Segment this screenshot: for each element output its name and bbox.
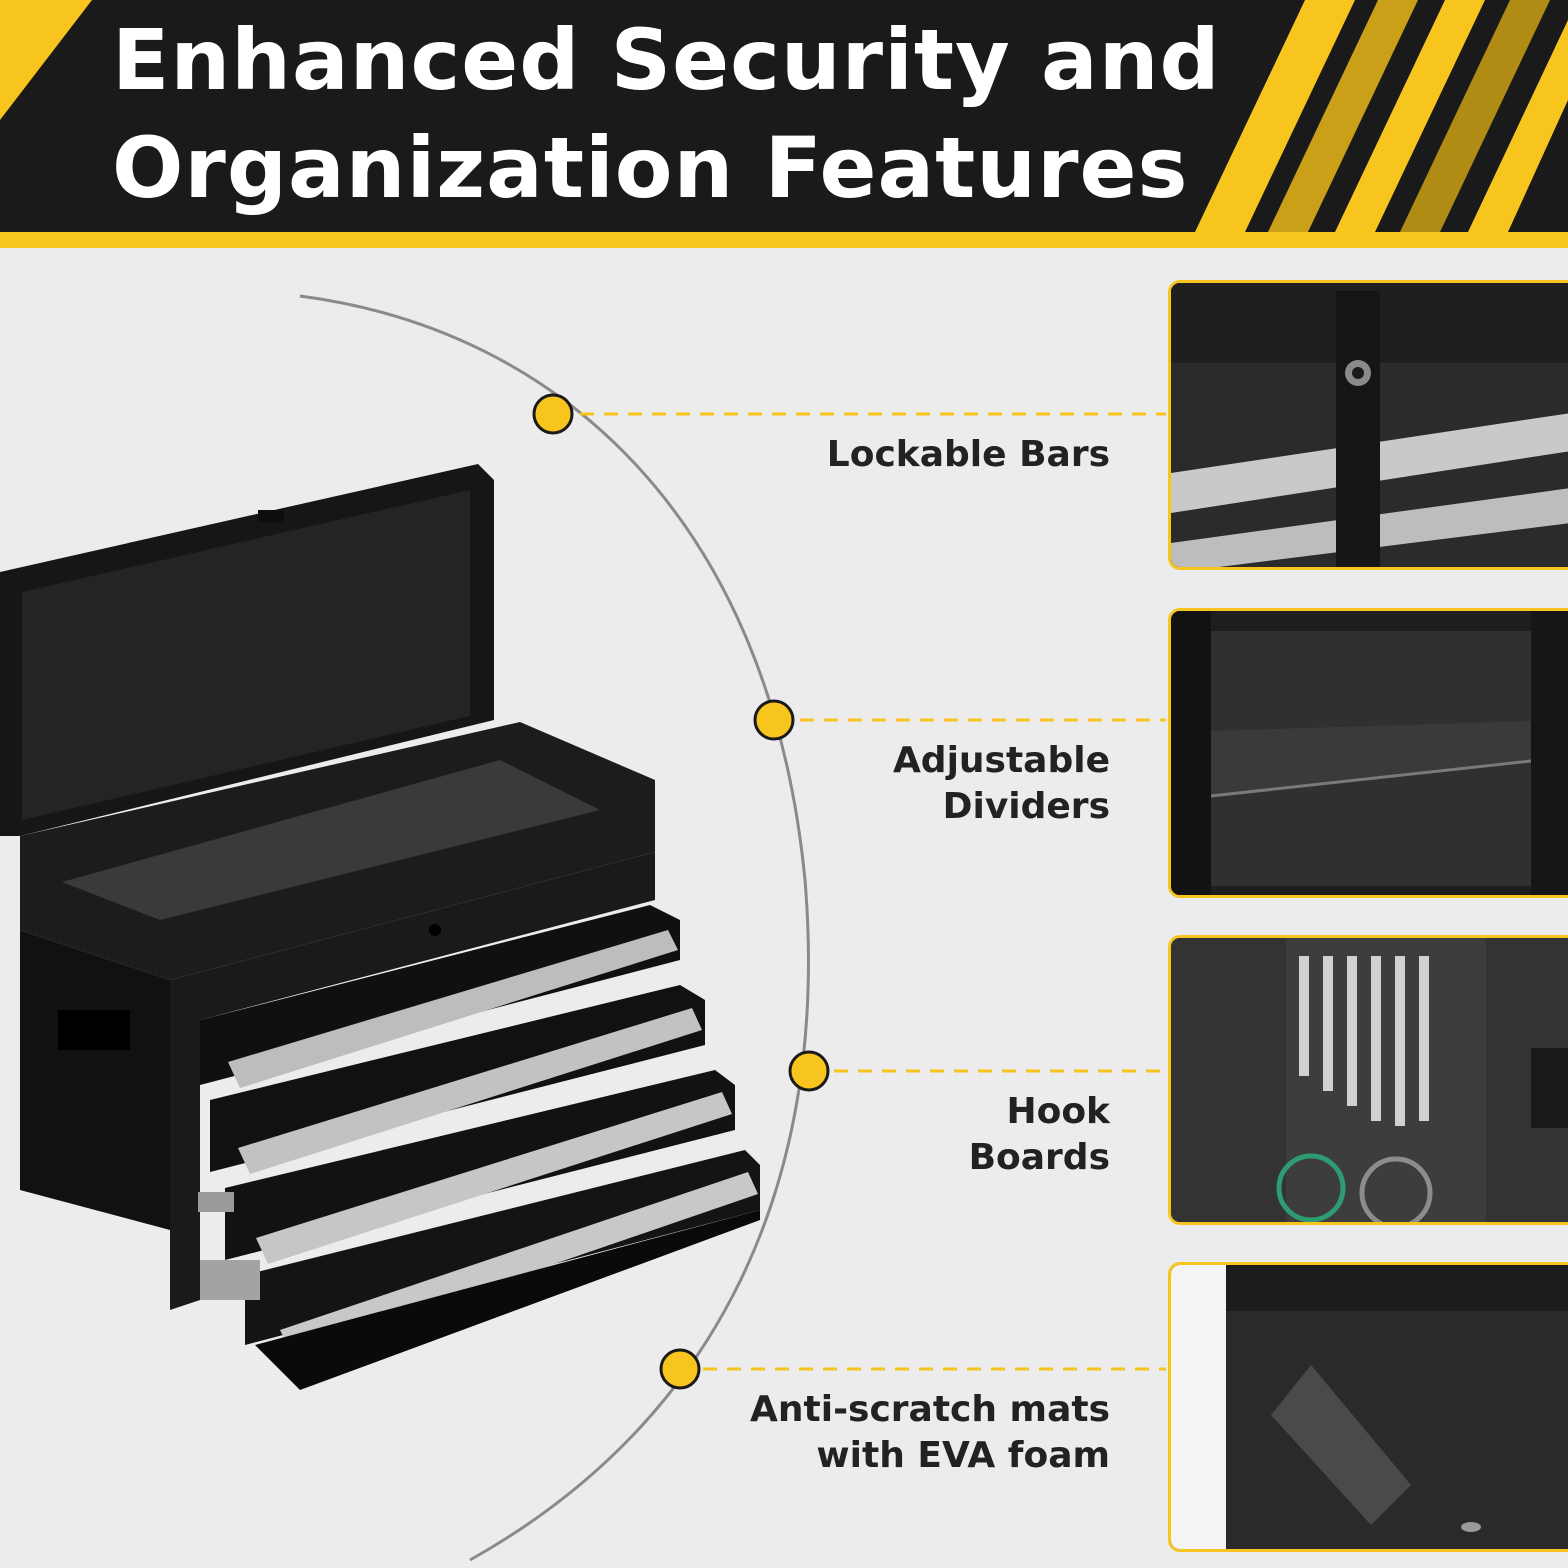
feature-label-hook-boards: Hook Boards [969,1089,1110,1181]
drawer-4 [200,1150,760,1390]
drawer-2 [210,985,705,1174]
marker-dot-hooks [788,1050,830,1092]
feature-label-line: Hook [1006,1091,1110,1132]
drawer-1 [200,905,680,1088]
feature-label-line: Dividers [942,786,1110,827]
marker-dot-lockable [532,393,574,435]
hook-board-photo [1168,935,1568,1225]
tool-chest-image [0,464,760,1390]
feature-label-anti-scratch-mats: Anti-scratch mats with EVA foam [750,1387,1110,1479]
header-underline [0,232,1568,248]
drawer-3 [198,1070,735,1264]
feature-label-line: with EVA foam [816,1435,1110,1476]
feature-label-line: Anti-scratch mats [750,1389,1110,1430]
page-title-line-1: Enhanced Security and [112,11,1221,109]
page-title-line-2: Organization Features [112,119,1189,217]
lock-bar-photo [1168,280,1568,570]
feature-label-line: Lockable Bars [826,434,1110,475]
feature-label-line: Adjustable [892,740,1110,781]
feature-label-line: Boards [968,1137,1110,1178]
feature-label-lockable-bars: Lockable Bars [827,432,1110,478]
mat-photo [1168,1262,1568,1552]
feature-label-adjustable-dividers: Adjustable Dividers [893,738,1110,830]
divider-photo [1168,608,1568,898]
header-stripes [0,0,1568,232]
header-banner: Enhanced Security and Organization Featu… [0,0,1568,248]
